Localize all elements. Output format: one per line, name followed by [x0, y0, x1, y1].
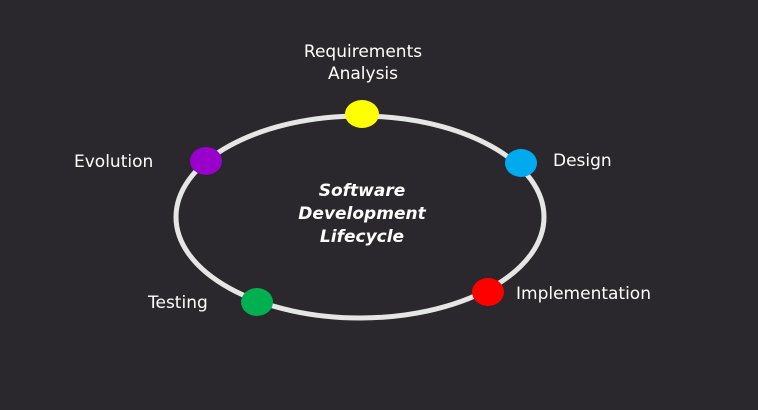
- stage-node-implementation: [472, 278, 504, 306]
- stage-label-implementation: Implementation: [516, 283, 651, 305]
- stage-label-requirements-line2: Analysis: [327, 64, 399, 84]
- stage-label-evolution-text: Evolution: [74, 152, 154, 172]
- center-title-line1: Software: [318, 181, 406, 201]
- stage-node-testing: [241, 288, 273, 316]
- stage-node-design: [505, 149, 537, 177]
- stage-label-implementation-text: Implementation: [516, 284, 651, 304]
- center-title-line3: Lifecycle: [319, 227, 405, 247]
- stage-label-design: Design: [553, 150, 612, 172]
- center-title-line2: Development: [298, 204, 426, 224]
- stage-label-testing: Testing: [148, 292, 208, 314]
- stage-label-requirements-line1: Requirements: [303, 42, 423, 62]
- stage-label-requirements: Requirements Analysis: [287, 41, 439, 85]
- stage-node-evolution: [190, 147, 222, 175]
- stage-label-design-text: Design: [553, 151, 612, 171]
- stage-label-testing-text: Testing: [148, 293, 208, 313]
- stage-label-evolution: Evolution: [74, 151, 153, 173]
- center-title: Software Development Lifecycle: [262, 180, 462, 249]
- stage-node-requirements: [345, 100, 379, 128]
